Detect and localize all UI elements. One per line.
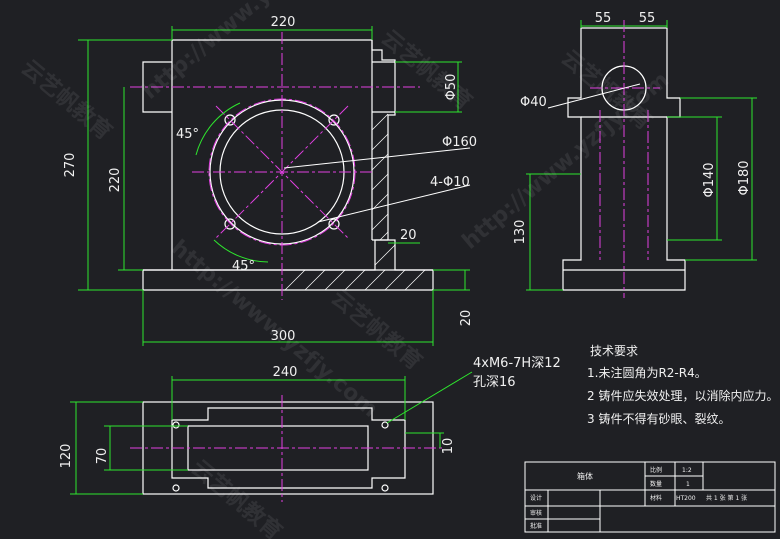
dim-base-width: 300 xyxy=(271,329,296,344)
top-hole-2 xyxy=(381,421,389,429)
dim-boss-dia: Φ50 xyxy=(444,74,459,101)
dim-rib: 20 xyxy=(400,228,417,243)
tech-notes: 技术要求 1.未注圆角为R2-R4。 2 铸件应失效处理，以消除内应力。 3 铸… xyxy=(587,344,778,426)
thread-note-2: 孔深16 xyxy=(473,375,516,390)
dim-side-140: Φ140 xyxy=(702,162,717,197)
watermark-url-1: http://www.yzfjy.com xyxy=(138,0,354,105)
tb-approver: 批准 xyxy=(530,522,542,530)
side-centerlines xyxy=(590,20,660,298)
side-bore-leader xyxy=(547,83,641,109)
top-centerlines xyxy=(130,395,445,502)
top-dimensions xyxy=(70,371,473,495)
dim-top-width: 240 xyxy=(273,365,298,380)
notes-line3: 3 铸件不得有砂眼、裂纹。 xyxy=(587,411,730,426)
watermark-url-3: http://www.yzfjy.com xyxy=(166,235,382,422)
tb-sheet: 共 1 张 第 1 张 xyxy=(706,494,747,502)
tb-material-label: 材料 xyxy=(650,494,662,502)
dim-front-width: 220 xyxy=(271,15,296,30)
tb-scale-value: 1:2 xyxy=(682,467,692,474)
dim-side-right: 55 xyxy=(639,11,656,26)
front-hatch xyxy=(284,113,426,291)
front-hole-4 xyxy=(328,218,340,230)
front-hole-1 xyxy=(224,114,236,126)
side-outline xyxy=(562,27,686,291)
tb-material-value: HT200 xyxy=(676,495,696,502)
dim-top-depth: 120 xyxy=(59,444,74,469)
watermark-url-2: http://www.yzfjy.com xyxy=(458,68,674,255)
front-right-boss xyxy=(372,61,395,113)
side-dimensions xyxy=(526,20,757,291)
title-block xyxy=(524,461,776,533)
front-hole-2 xyxy=(328,114,340,126)
tb-checker: 审核 xyxy=(530,509,542,517)
dim-front-inner-height: 220 xyxy=(108,168,123,193)
tb-part-name: 箱体 xyxy=(577,471,593,481)
front-leaders xyxy=(283,147,471,223)
watermark-brand-2: 云艺帆教育 xyxy=(376,25,477,116)
top-hole-4 xyxy=(381,484,389,492)
front-dimensions xyxy=(78,26,470,346)
watermark-brand-1: 云艺帆教育 xyxy=(16,55,117,146)
front-left-boss xyxy=(142,61,172,113)
dim-angle-top: 45° xyxy=(176,127,199,142)
dim-angle-bottom: 45° xyxy=(232,259,255,274)
dim-side-bore: Φ40 xyxy=(520,95,547,110)
tb-qty-label: 数量 xyxy=(650,480,662,488)
top-hole-3 xyxy=(172,484,180,492)
watermark-brand-5: 云艺帆教育 xyxy=(186,455,287,539)
front-centerlines xyxy=(130,32,420,300)
top-boss-outline xyxy=(171,407,406,489)
title-block-frame xyxy=(524,461,776,533)
notes-line1: 1.未注圆角为R2-R4。 xyxy=(587,365,707,380)
dim-front-height: 270 xyxy=(63,153,78,178)
dim-top-wall: 10 xyxy=(441,438,456,455)
front-hole-3 xyxy=(224,218,236,230)
dim-side-130: 130 xyxy=(513,220,528,245)
dim-top-inner-depth: 70 xyxy=(95,448,110,465)
notes-line2: 2 铸件应失效处理，以消除内应力。 xyxy=(587,388,778,403)
dim-base-thickness: 20 xyxy=(459,310,474,327)
tb-qty-value: 1 xyxy=(686,481,690,488)
tb-scale-label: 比例 xyxy=(650,466,662,474)
dim-side-180: Φ180 xyxy=(737,160,752,195)
top-hole-1 xyxy=(172,421,180,429)
thread-note-1: 4xM6-7H深12 xyxy=(473,356,561,371)
dim-holes: 4-Φ10 xyxy=(430,175,470,190)
notes-title: 技术要求 xyxy=(590,344,638,358)
dim-bolt-circle: Φ160 xyxy=(442,135,477,150)
watermark-brand-4: 云艺帆教育 xyxy=(326,285,427,376)
tb-designer: 设计 xyxy=(530,494,542,502)
dim-side-left: 55 xyxy=(595,11,612,26)
